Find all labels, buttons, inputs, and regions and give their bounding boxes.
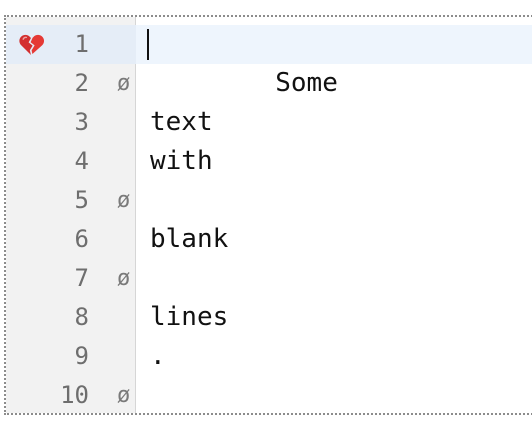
line-number: 2 [74,69,89,97]
line-text[interactable]: with [150,146,213,176]
line-text[interactable]: . [150,341,166,371]
editor-line-3[interactable]: 3 text [6,103,532,142]
line-text[interactable] [136,259,150,298]
line-text[interactable]: lines [150,302,229,332]
line-text[interactable]: blank [150,224,229,254]
line-text-value: Some [275,68,338,98]
gutter-cell: 6 [6,220,136,259]
editor-line-1[interactable]: 1 Some [6,25,532,98]
line-number: 10 [60,381,89,409]
editor-lines: 1 Some 2 ø 3 text 4 with [6,25,532,413]
line-number: 9 [74,342,89,370]
gutter-cell: 1 [6,25,136,64]
line-number: 7 [74,264,89,292]
line-text[interactable]: text [150,107,213,137]
line-text[interactable] [136,181,150,220]
editor-line-6[interactable]: 6 blank [6,220,532,259]
line-number: 3 [74,108,89,136]
gutter-cell: 7 ø [6,259,136,298]
line-text[interactable]: Some [136,25,338,98]
gutter-cell: 3 [6,103,136,142]
line-number: 5 [74,186,89,214]
editor-line-8[interactable]: 8 lines [6,298,532,337]
line-text[interactable] [136,376,150,413]
text-caret [147,29,149,60]
line-number: 8 [74,303,89,331]
gutter-cell: 8 [6,298,136,337]
gutter-cell: 10 ø [6,376,136,413]
editor-line-4[interactable]: 4 with [6,142,532,181]
line-number: 1 [74,30,89,58]
line-number: 6 [74,225,89,253]
line-text[interactable] [136,64,150,103]
empty-line-indicator: ø [117,188,131,213]
gutter-cell: 2 ø [6,64,136,103]
broken-heart-icon[interactable] [18,33,44,57]
editor-line-2[interactable]: 2 ø [6,64,532,103]
empty-line-indicator: ø [117,266,131,291]
editor-line-5[interactable]: 5 ø [6,181,532,220]
line-number: 4 [74,147,89,175]
editor-line-7[interactable]: 7 ø [6,259,532,298]
gutter-cell: 5 ø [6,181,136,220]
gutter-cell: 4 [6,142,136,181]
gutter-cell: 9 [6,337,136,376]
empty-line-indicator: ø [117,71,131,96]
line-number-gutter [6,17,136,413]
code-editor[interactable]: 1 Some 2 ø 3 text 4 with [4,15,532,415]
editor-line-9[interactable]: 9 . [6,337,532,376]
editor-line-10[interactable]: 10 ø [6,376,532,413]
empty-line-indicator: ø [117,383,131,408]
